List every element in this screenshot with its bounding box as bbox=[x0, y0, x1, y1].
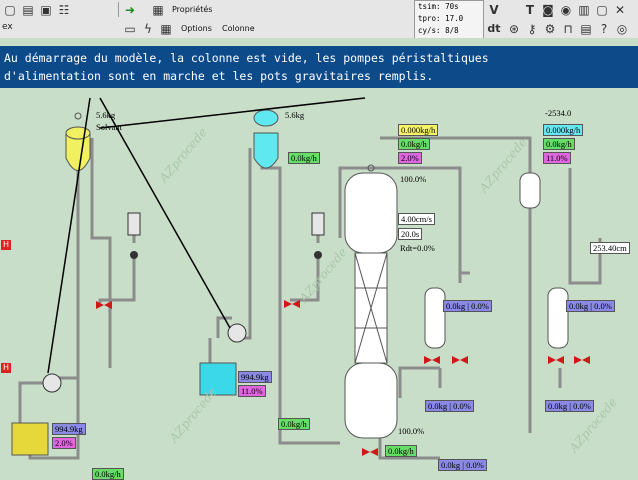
chart-icon[interactable]: ▤ bbox=[580, 22, 592, 36]
separator1-mass[interactable]: 0.0kg | 0.0% bbox=[443, 300, 492, 312]
proprietes-button[interactable]: Propriétés bbox=[172, 5, 213, 14]
right-value: -2534.0 bbox=[545, 108, 572, 118]
cyan-flow[interactable]: 0.0kg/h bbox=[278, 418, 310, 430]
yellow-tank-name: Solvant bbox=[96, 122, 122, 132]
caption-banner: Au démarrage du modèle, la colonne est v… bbox=[0, 46, 638, 88]
tpro-readout: tpro: 17.0 bbox=[418, 14, 464, 23]
right-flow2[interactable]: 0.0kg/h bbox=[543, 138, 575, 150]
new-file-icon[interactable]: ▢ bbox=[4, 3, 16, 17]
column-top-level: 100.0% bbox=[400, 174, 427, 184]
right-height[interactable]: 253.40cm bbox=[590, 242, 630, 254]
v-button[interactable]: V bbox=[489, 3, 499, 17]
text-icon[interactable]: ▭ bbox=[124, 22, 136, 36]
separator bbox=[118, 2, 119, 17]
dt-button[interactable]: dt bbox=[487, 22, 501, 35]
right-flow1[interactable]: 0.000kg/h bbox=[543, 124, 584, 136]
caption-line-1: Au démarrage du modèle, la colonne est v… bbox=[4, 51, 489, 65]
text-tool-icon[interactable]: T bbox=[525, 3, 535, 17]
column-rdt: Rdt=0.0% bbox=[400, 243, 435, 253]
column-speed[interactable]: 4.00cm/s bbox=[398, 213, 435, 225]
column-bottom-flow[interactable]: 0.0kg/h bbox=[385, 445, 417, 457]
column-top-flow2[interactable]: 0.0kg/h bbox=[398, 138, 430, 150]
column-top-flow[interactable]: 0.000kg/h bbox=[398, 124, 439, 136]
cyan-pot-mass[interactable]: 994.9kg bbox=[238, 371, 272, 383]
globe-icon[interactable]: ◎ bbox=[616, 22, 628, 36]
column-bottom-level: 100.0% bbox=[398, 426, 425, 436]
process-diagram bbox=[11, 97, 602, 460]
process-canvas: AZprocede AZprocede AZprocede AZprocede … bbox=[0, 38, 638, 480]
yellow-tank-mass: 5.6kg bbox=[96, 110, 116, 120]
right-pct[interactable]: 11.0% bbox=[543, 152, 571, 164]
yellow-pot-pct[interactable]: 2.0% bbox=[52, 437, 76, 449]
h-marker[interactable]: H bbox=[1, 363, 11, 373]
separator2-out[interactable]: 0.0kg | 0.0% bbox=[545, 400, 594, 412]
print-icon[interactable]: ▥ bbox=[578, 3, 590, 17]
caption-line-2: d'alimentation sont en marche et les pot… bbox=[4, 69, 434, 83]
column-bottom-out[interactable]: 0.0kg | 0.0% bbox=[438, 459, 487, 471]
play-icon[interactable]: ➜ bbox=[124, 3, 136, 17]
yellow-flow[interactable]: 0.0kg/h bbox=[92, 468, 124, 480]
column-top-pct[interactable]: 2.0% bbox=[398, 152, 422, 164]
key-icon[interactable]: ⚷ bbox=[527, 22, 537, 36]
properties-icon[interactable]: ▦ bbox=[152, 3, 164, 17]
separator2-mass[interactable]: 0.0kg | 0.0% bbox=[566, 300, 615, 312]
grid-icon[interactable]: ▦ bbox=[160, 22, 172, 36]
ex-label: ex bbox=[2, 22, 13, 32]
open-folder-icon[interactable]: ▤ bbox=[22, 3, 34, 17]
lock-icon[interactable]: ⊓ bbox=[563, 22, 573, 36]
feed-flow[interactable]: 0.0kg/h bbox=[288, 152, 320, 164]
h-marker[interactable]: H bbox=[1, 240, 11, 250]
tsim-readout: tsim: 70s bbox=[418, 2, 459, 11]
help-icon[interactable]: ? bbox=[600, 22, 608, 36]
camera-icon[interactable]: ◙ bbox=[542, 3, 554, 17]
tree-icon[interactable]: ☷ bbox=[58, 3, 70, 17]
pump-tool-icon[interactable]: ⊛ bbox=[508, 22, 520, 36]
close-icon[interactable]: ✕ bbox=[614, 3, 626, 17]
cys-readout: cy/s: 8/8 bbox=[418, 26, 459, 35]
save-icon[interactable]: ▣ bbox=[40, 3, 52, 17]
cyan-tank-mass: 5.6kg bbox=[285, 110, 305, 120]
separator1-out[interactable]: 0.0kg | 0.0% bbox=[425, 400, 474, 412]
options-button[interactable]: Options bbox=[181, 24, 212, 33]
window-icon[interactable]: ▢ bbox=[596, 3, 608, 17]
simulation-info: tsim: 70s tpro: 17.0 cy/s: 8/8 bbox=[414, 0, 484, 40]
settings-icon[interactable]: ⚙ bbox=[544, 22, 556, 36]
lightning-icon[interactable]: ϟ bbox=[144, 22, 152, 36]
column-time[interactable]: 20.0s bbox=[398, 228, 423, 240]
yellow-pot-mass[interactable]: 994.9kg bbox=[52, 423, 86, 435]
firefox-icon[interactable]: ◉ bbox=[560, 3, 572, 17]
colonne-button[interactable]: Colonne bbox=[222, 24, 255, 33]
cyan-pot-pct[interactable]: 11.0% bbox=[238, 385, 266, 397]
